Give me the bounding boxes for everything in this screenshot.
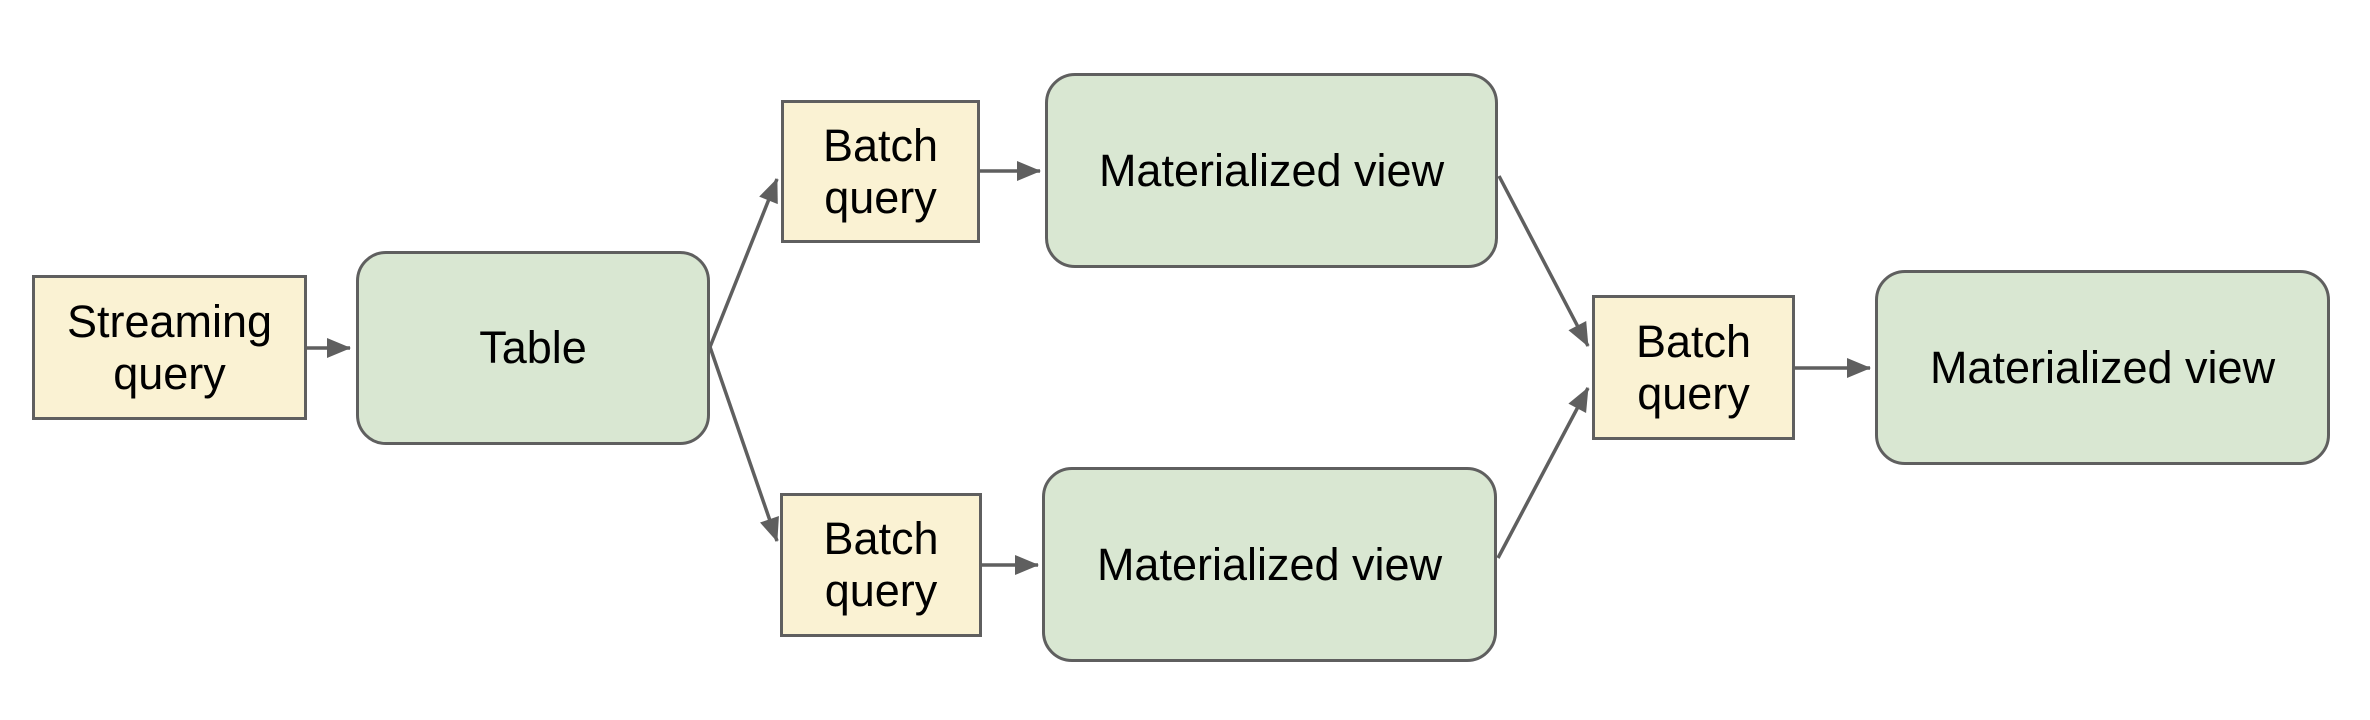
arrow-materialized-view-bottom-to-batch-query-right — [1496, 387, 1590, 559]
arrow-materialized-view-top-to-batch-query-right — [1497, 175, 1590, 347]
node-batch-query-right: Batch query — [1592, 295, 1795, 440]
node-materialized-view-right: Materialized view — [1875, 270, 2330, 465]
node-table-label: Table — [479, 322, 587, 373]
node-batch-query-right-label: Batch query — [1635, 315, 1752, 419]
node-materialized-view-top: Materialized view — [1045, 73, 1498, 268]
arrow-table-to-batch-query-top — [708, 178, 779, 348]
node-batch-query-bottom: Batch query — [780, 493, 982, 637]
node-materialized-view-bottom: Materialized view — [1042, 467, 1497, 662]
node-streaming-query: Streaming query — [32, 275, 307, 420]
node-materialized-view-right-label: Materialized view — [1929, 341, 2276, 393]
node-materialized-view-bottom-label: Materialized view — [1096, 538, 1443, 590]
node-table: Table — [356, 251, 710, 445]
node-materialized-view-top-label: Materialized view — [1098, 144, 1445, 196]
arrow-table-to-batch-query-bottom — [708, 346, 779, 542]
node-batch-query-top: Batch query — [781, 100, 980, 243]
node-streaming-query-label: Streaming query — [66, 295, 273, 399]
node-batch-query-top-label: Batch query — [822, 119, 939, 223]
node-batch-query-bottom-label: Batch query — [823, 513, 939, 616]
